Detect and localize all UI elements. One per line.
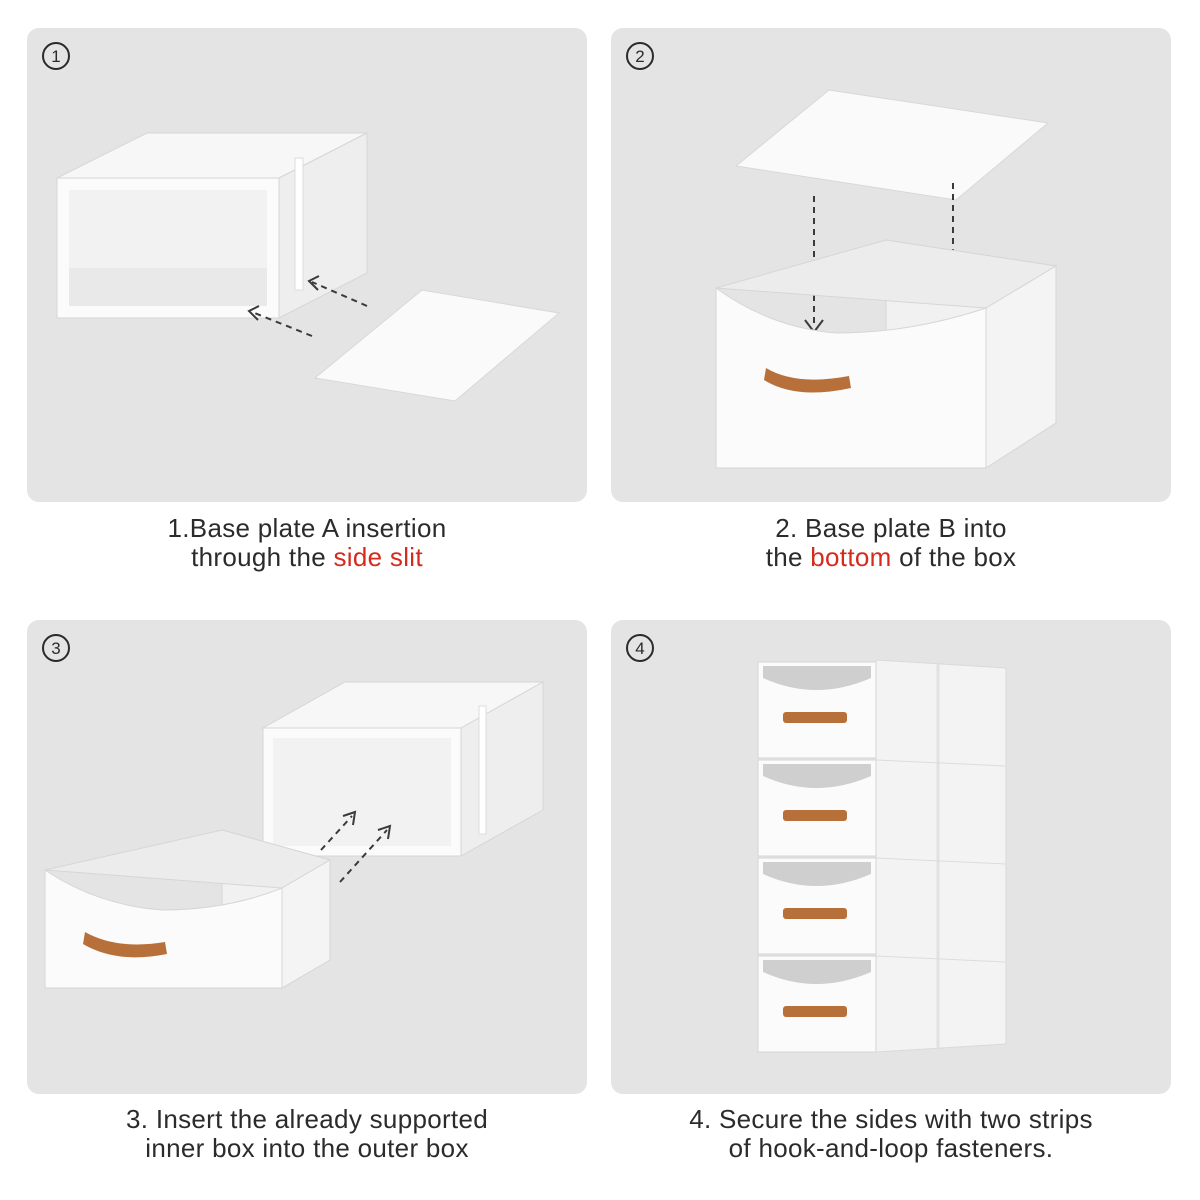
caption-highlight: side slit [333, 542, 423, 572]
step-1-illustration [56, 132, 561, 402]
caption-line: 1.Base plate A insertion [167, 513, 447, 543]
leather-handle [83, 932, 167, 958]
step-number-badge: 4 [626, 634, 654, 662]
outer-box-opening [273, 738, 451, 846]
caption-line: 3. Insert the already supported [126, 1104, 488, 1134]
caption-line: 4. Secure the sides with two strips [689, 1104, 1093, 1134]
leather-handle [764, 368, 851, 393]
base-plate-a [313, 289, 561, 402]
drawer [757, 857, 877, 955]
caption-line: 2. Base plate B into [775, 513, 1007, 543]
caption-line: through the side slit [27, 543, 587, 572]
step-1-panel: 1 [27, 28, 587, 502]
inner-box-front [44, 869, 283, 989]
caption-line: the bottom of the box [611, 543, 1171, 572]
step-3-panel: 3 [27, 620, 587, 1094]
side-slit [478, 705, 487, 835]
step-4-panel: 4 [611, 620, 1171, 1094]
drawer [757, 955, 877, 1053]
step-3-caption: 3. Insert the already supported inner bo… [27, 1105, 587, 1163]
side-slit [294, 157, 304, 291]
step-number-badge: 3 [42, 634, 70, 662]
step-2-illustration [715, 89, 1058, 469]
caption-text: of the box [891, 542, 1017, 572]
step-3-illustration [44, 681, 545, 989]
step-4-caption: 4. Secure the sides with two strips of h… [611, 1105, 1171, 1163]
caption-highlight: bottom [810, 542, 892, 572]
base-plate-b [734, 89, 1050, 201]
drawer [757, 759, 877, 857]
step-2-caption: 2. Base plate B into the bottom of the b… [611, 514, 1171, 572]
box-inner-floor [69, 268, 267, 306]
caption-line: inner box into the outer box [145, 1133, 469, 1163]
step-4-illustration [757, 659, 1007, 1053]
drawer-stack [757, 661, 877, 1053]
step-number-badge: 1 [42, 42, 70, 70]
dashed-arrows [320, 815, 388, 883]
drawer [757, 661, 877, 759]
step-1-caption: 1.Base plate A insertion through the sid… [27, 514, 587, 572]
caption-text: through the [191, 542, 334, 572]
step-2-panel: 2 [611, 28, 1171, 502]
tower-side [875, 659, 1007, 1053]
step-number-badge: 2 [626, 42, 654, 70]
box-front-face [715, 287, 987, 469]
caption-text: the [765, 542, 811, 572]
caption-line: of hook-and-loop fasteners. [728, 1133, 1054, 1163]
